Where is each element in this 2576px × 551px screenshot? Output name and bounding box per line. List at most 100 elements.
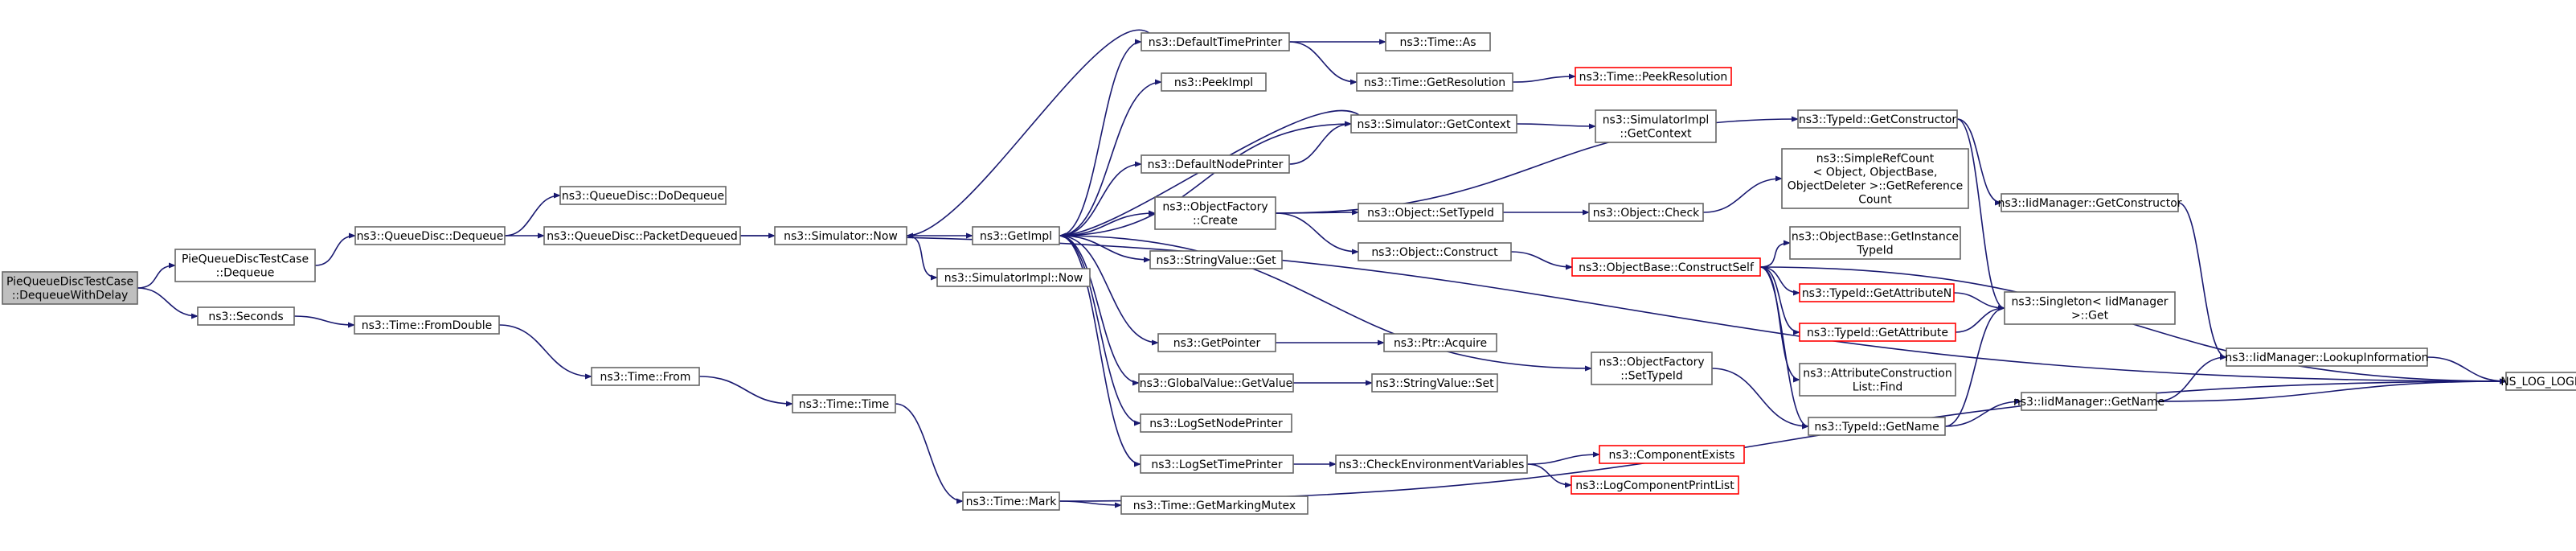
node-label: PieQueueDiscTestCase (182, 253, 309, 266)
edge-arrow (2427, 356, 2507, 384)
node-object-check[interactable]: ns3::Object::Check (1588, 203, 1704, 222)
edge-qd_dequeue-to-qd_dodequeue (504, 192, 561, 236)
node-time-time[interactable]: ns3::Time::Time (792, 394, 896, 413)
node-time-getmarkingmutex[interactable]: ns3::Time::GetMarkingMutex (1120, 495, 1308, 515)
node-box (1799, 283, 1955, 302)
node-qd-dequeue[interactable]: ns3::QueueDisc::Dequeue (354, 226, 506, 245)
node-qd-dodequeue[interactable]: ns3::QueueDisc::DoDequeue (559, 186, 727, 205)
edge-sim_now-to-simimpl_now (906, 235, 938, 281)
node-checkenvvars[interactable]: ns3::CheckEnvironmentVariables (1335, 454, 1528, 474)
node-box (2226, 347, 2428, 367)
node-box (543, 226, 741, 245)
edge-arrow (1288, 41, 1358, 85)
node-seconds[interactable]: ns3::Seconds (197, 306, 295, 326)
node-peekimpl[interactable]: ns3::PeekImpl (1161, 72, 1267, 92)
node-label: ns3::Time::PeekResolution (1579, 71, 1728, 84)
edge-arrow (1275, 212, 1359, 255)
node-logsetnodeprinter[interactable]: ns3::LogSetNodePrinter (1140, 413, 1292, 433)
node-label: ns3::Ptr::Acquire (1394, 337, 1487, 350)
node-label: ns3::IidManager::GetName (2013, 396, 2164, 409)
edge-iidmanager_getconstructor-to-iidmanager_lookupinformation (2177, 202, 2227, 360)
node-time-peekresolution[interactable]: ns3::Time::PeekResolution (1575, 67, 1732, 86)
edge-getimpl-to-defaulttimeprinter (1059, 39, 1142, 236)
node-objectfactory-create[interactable]: ns3::ObjectFactory::Create (1154, 196, 1276, 230)
node-pie-dequeue[interactable]: PieQueueDiscTestCase::Dequeue (174, 249, 316, 282)
node-box (559, 186, 727, 205)
edges-layer (137, 29, 2507, 508)
edge-object_check-to-simplerefcount (1702, 175, 1783, 213)
node-componentexists[interactable]: ns3::ComponentExists (1599, 445, 1745, 464)
node-typeid-getconstructor[interactable]: ns3::TypeId::GetConstructor (1797, 109, 1958, 129)
edge-objectbase_constructself-to-objectbase_getinstancetypeid (1759, 240, 1791, 268)
node-objectfactory-settypeid[interactable]: ns3::ObjectFactory::SetTypeId (1591, 352, 1713, 385)
node-getpointer[interactable]: ns3::GetPointer (1157, 333, 1276, 352)
edge-getimpl-to-objectfactory_create (1059, 210, 1156, 236)
edge-arrow (1526, 451, 1600, 465)
node-label: ns3::LogSetNodePrinter (1149, 417, 1283, 430)
node-time-as[interactable]: ns3::Time::As (1385, 32, 1491, 51)
node-typeid-getname[interactable]: ns3::TypeId::GetName (1808, 417, 1946, 436)
edge-arrow (2156, 354, 2227, 402)
node-time-fromdouble[interactable]: ns3::Time::FromDouble (354, 315, 500, 335)
node-logsettimeprinter[interactable]: ns3::LogSetTimePrinter (1140, 454, 1294, 474)
node-sim-now[interactable]: ns3::Simulator::Now (774, 226, 907, 245)
edge-root-to-seconds (137, 287, 199, 319)
edge-arrow (1059, 235, 1159, 346)
node-iidmanager-getname[interactable]: ns3::IidManager::GetName (2013, 392, 2164, 411)
node-label: NS_LOG_LOGIC (2500, 376, 2576, 389)
node-object-settypeid[interactable]: ns3::Object::SetTypeId (1358, 203, 1504, 222)
node-simimpl-getcontext[interactable]: ns3::SimulatorImpl::GetContext (1595, 109, 1717, 143)
node-time-getresolution[interactable]: ns3::Time::GetResolution (1356, 72, 1513, 92)
node-box (2021, 392, 2157, 411)
node-label: ns3::Time::GetMarkingMutex (1133, 500, 1296, 512)
node-iidmanager-lookupinformation[interactable]: ns3::IidManager::LookupInformation (2225, 347, 2429, 367)
node-stringvalue-get[interactable]: ns3::StringValue::Get (1149, 250, 1283, 269)
node-ns-log-logic[interactable]: NS_LOG_LOGIC (2500, 372, 2576, 391)
node-iidmanager-getconstructor[interactable]: ns3::IidManager::GetConstructor (1997, 193, 2182, 212)
edge-arrow (1702, 175, 1783, 213)
node-box (1797, 109, 1958, 129)
node-ptr-acquire[interactable]: ns3::Ptr::Acquire (1383, 333, 1497, 352)
edge-objectbase_constructself-to-attrconstructionlist_find (1759, 266, 1800, 383)
node-label: ns3::Singleton< IidManager (2012, 296, 2169, 309)
node-logcomponentprintlist[interactable]: ns3::LogComponentPrintList (1571, 475, 1739, 495)
edge-arrow (1711, 368, 1809, 430)
node-label: ::DequeueWithDelay (12, 290, 129, 302)
node-defaulttimeprinter[interactable]: ns3::DefaultTimePrinter (1141, 32, 1290, 51)
edge-arrow (1059, 210, 1156, 236)
node-simplerefcount[interactable]: ns3::SimpleRefCount< Object, ObjectBase,… (1781, 148, 1969, 209)
nodes-layer: PieQueueDiscTestCase::DequeueWithDelayPi… (2, 32, 2576, 515)
node-label: ns3::StringValue::Get (1156, 254, 1276, 267)
node-sim-getcontext[interactable]: ns3::Simulator::GetContext (1350, 114, 1517, 134)
node-simimpl-now[interactable]: ns3::SimulatorImpl::Now (936, 268, 1091, 287)
node-label: ns3::ObjectFactory (1162, 201, 1268, 214)
node-label: ::Create (1193, 215, 1238, 228)
node-root[interactable]: PieQueueDiscTestCase::DequeueWithDelay (2, 271, 138, 305)
node-typeid-getattributen[interactable]: ns3::TypeId::GetAttributeN (1799, 283, 1955, 302)
node-time-from[interactable]: ns3::Time::From (591, 367, 700, 386)
node-typeid-getattribute[interactable]: ns3::TypeId::GetAttribute (1799, 323, 1956, 342)
node-box (354, 315, 500, 335)
node-label: ns3::TypeId::GetName (1814, 421, 1939, 434)
node-box (2004, 291, 2176, 325)
node-label: ns3::Time::GetResolution (1364, 76, 1505, 89)
node-singleton-get[interactable]: ns3::Singleton< IidManager>::Get (2004, 291, 2176, 325)
node-box (1808, 417, 1946, 436)
node-stringvalue-set[interactable]: ns3::StringValue::Set (1371, 373, 1498, 393)
edge-arrow (314, 232, 356, 266)
node-defaultnodeprinter[interactable]: ns3::DefaultNodePrinter (1141, 154, 1290, 174)
node-qd-packetdequeued[interactable]: ns3::QueueDisc::PacketDequeued (543, 226, 741, 245)
edge-checkenvvars-to-componentexists (1526, 451, 1600, 465)
node-time-mark[interactable]: ns3::Time::Mark (962, 491, 1060, 511)
edge-typeid_getattribute-to-singleton_get (1955, 305, 2005, 333)
node-box (936, 268, 1091, 287)
node-objectbase-constructself[interactable]: ns3::ObjectBase::ConstructSelf (1571, 257, 1761, 277)
edge-arrow (1288, 121, 1352, 165)
node-box (1385, 32, 1491, 51)
node-globalvalue-getvalue[interactable]: ns3::GlobalValue::GetValue (1138, 373, 1294, 393)
node-object-construct[interactable]: ns3::Object::Construct (1358, 242, 1512, 261)
node-getimpl[interactable]: ns3::GetImpl (972, 226, 1060, 245)
node-label: ns3::GetPointer (1173, 337, 1261, 350)
